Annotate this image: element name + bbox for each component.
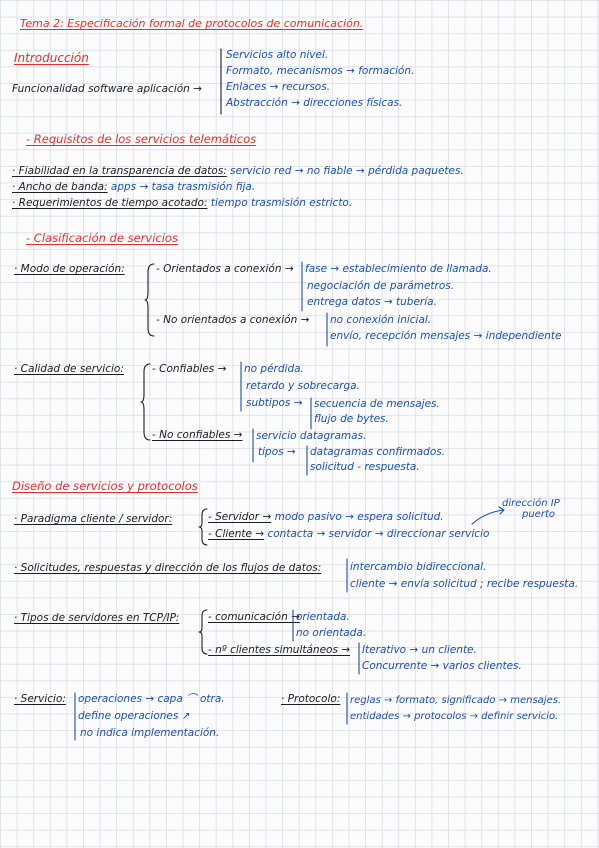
page-title: Tema 2: Especificación formal de protoco… (20, 17, 364, 30)
tipos-item: datagramas confirmados. (310, 446, 446, 458)
modo-brace (144, 263, 155, 337)
solicitudes-brace (346, 558, 348, 593)
requisito-term: · Requerimientos de tiempo acotado: (12, 197, 208, 209)
cliente-label: - Cliente → (208, 528, 265, 540)
clasificacion-heading-text: - Clasificación de servicios (26, 231, 178, 245)
requisito-desc: tiempo trasmisión estricto. (210, 197, 353, 209)
comunicacion-brace (292, 609, 294, 642)
servicio-item: no indica implementación. (80, 727, 220, 739)
confiables-item: retardo y sobrecarga. (246, 380, 360, 392)
comunicacion-item: orientada. (296, 611, 350, 623)
intro-item: Abstracción → direcciones físicas. (226, 97, 403, 109)
servidor-desc: modo pasivo → espera solicitud. (274, 511, 444, 523)
confiables-item: subtipos → (246, 397, 303, 409)
cliente-desc: contacta → servidor → direccionar servic… (267, 528, 490, 540)
paradigma-brace (198, 508, 208, 546)
clientes-label: - nº clientes simultáneos → (208, 644, 351, 657)
requisitos-heading-text: - Requisitos de los servicios telemático… (26, 132, 257, 146)
clientes-text: - nº clientes simultáneos → (208, 644, 351, 656)
orientados-item: fase → establecimiento de llamada. (305, 263, 492, 275)
confiables-item: no pérdida. (244, 363, 304, 375)
intro-heading: Introducción (14, 51, 89, 65)
intro-item: Servicios alto nivel. (226, 49, 329, 61)
requisito-row: · Fiabilidad en la transparencia de dato… (12, 165, 464, 178)
paradigma-label: · Paradigma cliente / servidor: (14, 513, 173, 525)
requisito-term: · Ancho de banda: (12, 181, 108, 193)
subtipos-item: flujo de bytes. (314, 413, 389, 425)
requisito-row: · Ancho de banda: apps → tasa trasmisión… (12, 181, 256, 194)
comunicacion-item: no orientada. (296, 627, 367, 639)
no-orientados-item: no conexión inicial. (330, 314, 432, 326)
solicitudes-item: cliente → envía solicitud ; recibe respu… (350, 578, 579, 590)
protocolo-brace (346, 692, 348, 725)
calidad-label: · Calidad de servicio: (14, 363, 124, 375)
requisito-desc: apps → tasa trasmisión fija. (110, 181, 256, 193)
requisito-desc: servicio red → no fiable → pérdida paque… (230, 165, 464, 177)
intro-item: Enlaces → recursos. (226, 81, 331, 93)
no-orientados-brace (326, 312, 328, 347)
orientados-item: negociación de parámetros. (307, 280, 455, 292)
no-orientados-item: envío, recepción mensajes → independient… (330, 330, 562, 342)
clientes-brace (358, 642, 360, 675)
servidor-label: - Servidor → (208, 511, 272, 523)
no-confiables-brace (252, 428, 254, 463)
no-confiables-item: tipos → (258, 446, 296, 458)
clientes-item: Concurrente → varios clientes. (362, 660, 522, 672)
requisitos-heading: - Requisitos de los servicios telemático… (26, 133, 256, 146)
solicitudes-label: · Solicitudes, respuestas y dirección de… (14, 562, 322, 574)
intro-brace (220, 48, 222, 115)
protocolo-item: reglas → formato, significado → mensajes… (350, 695, 562, 706)
confiables-brace (240, 361, 242, 412)
no-confiables-text: - No confiables → (152, 429, 243, 441)
no-confiables-item: servicio datagramas. (256, 430, 367, 442)
tipos-item: solicitud - respuesta. (310, 461, 420, 473)
requisito-row: · Requerimientos de tiempo acotado: tiem… (12, 197, 353, 210)
clasificacion-heading: - Clasificación de servicios (26, 232, 178, 245)
protocolo-item: entidades → protocolos → definir servici… (350, 711, 559, 722)
cliente-row: - Cliente → contacta → servidor → direcc… (208, 528, 490, 541)
no-confiables-label: - No confiables → (152, 429, 243, 442)
intro-label: Funcionalidad software aplicación → (12, 83, 202, 95)
requisito-term: · Fiabilidad en la transparencia de dato… (12, 165, 227, 177)
solicitudes-item: intercambio bidireccional. (350, 561, 487, 573)
servicio-item: define operaciones ↗ (78, 710, 191, 722)
servidor-row: - Servidor → modo pasivo → espera solici… (208, 511, 444, 524)
paradigma-note: dirección IP (502, 498, 560, 509)
servicio-item: operaciones → capa ⌒ otra. (78, 693, 225, 705)
orientados-brace (301, 261, 303, 312)
intro-item: Formato, mecanismos → formación. (226, 65, 415, 77)
protocolo-label: · Protocolo: (281, 693, 341, 705)
comunicacion-label: - comunicación → (208, 611, 300, 624)
subtipos-item: secuencia de mensajes. (314, 398, 440, 410)
orientados-label: - Orientados a conexión → (156, 263, 294, 275)
modo-label: · Modo de operación: (14, 263, 125, 275)
confiables-label: - Confiables → (152, 363, 227, 375)
paradigma-note: puerto (522, 509, 555, 520)
no-orientados-label: - No orientados a conexión → (156, 314, 310, 326)
note-arrow-icon (471, 506, 505, 525)
servicio-label: · Servicio: (14, 693, 66, 705)
comunicacion-text: - comunicación → (208, 611, 300, 623)
calidad-brace (140, 363, 151, 441)
servicio-brace (74, 692, 76, 741)
tipos-servidores-label: · Tipos de servidores en TCP/IP: (14, 612, 180, 624)
diseno-heading: Diseño de servicios y protocolos (12, 479, 198, 493)
clientes-item: Iterativo → un cliente. (362, 644, 477, 656)
tipos-servidores-brace (198, 609, 208, 655)
subtipos-brace (310, 397, 312, 430)
orientados-item: entrega datos → tubería. (307, 296, 437, 308)
tipos-brace (306, 445, 308, 476)
